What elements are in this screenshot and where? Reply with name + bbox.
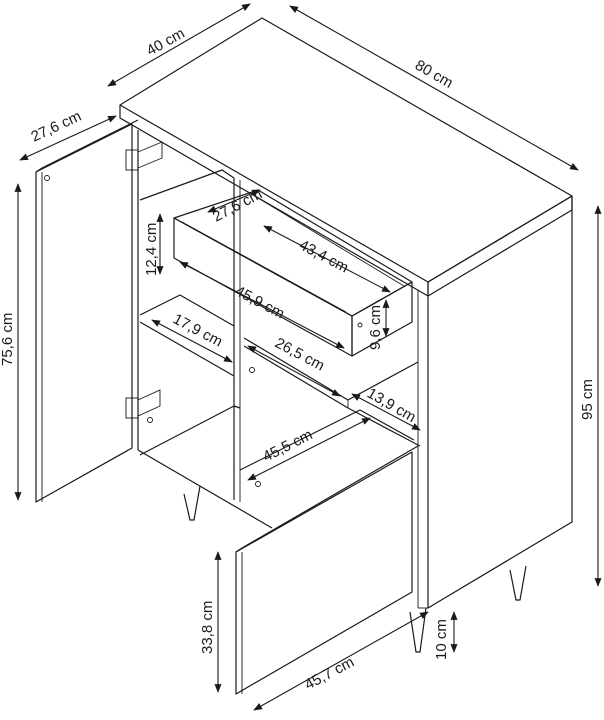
dim-drawer-side-height: 9,6 cm [367,305,384,350]
dim-door-height: 75,6 cm [0,313,16,366]
dim-lower-door-height: 33,8 cm [199,601,216,654]
dim-drawer-front-height: 12,4 cm [143,223,160,276]
dim-shelf-depth-center: 26,5 cm [272,335,327,375]
lower-hinge-icon [125,389,161,419]
lower-door [235,445,419,695]
dim-leg-height: 10 cm [433,619,450,660]
dim-top-width: 80 cm [412,57,456,92]
dim-door-width: 27,6 cm [29,108,85,146]
dim-total-height: 95 cm [579,379,596,420]
left-door [35,119,163,503]
dim-drawer-length: 43,4 cm [296,237,351,277]
upper-hinge-icon [125,141,163,171]
cabinet-legs [183,485,527,653]
dimension-lines [14,3,602,711]
dim-top-depth: 40 cm [144,25,188,60]
cabinet-side-panel [427,195,573,609]
dimension-labels: 40 cm 80 cm 27,6 cm 75,6 cm 27,6 cm 43,4… [0,25,596,694]
dim-drawer-depth: 27,6 cm [210,185,265,225]
dim-shelf-depth-right: 13,9 cm [364,385,419,426]
dim-lower-door-width: 45,7 cm [302,653,357,693]
